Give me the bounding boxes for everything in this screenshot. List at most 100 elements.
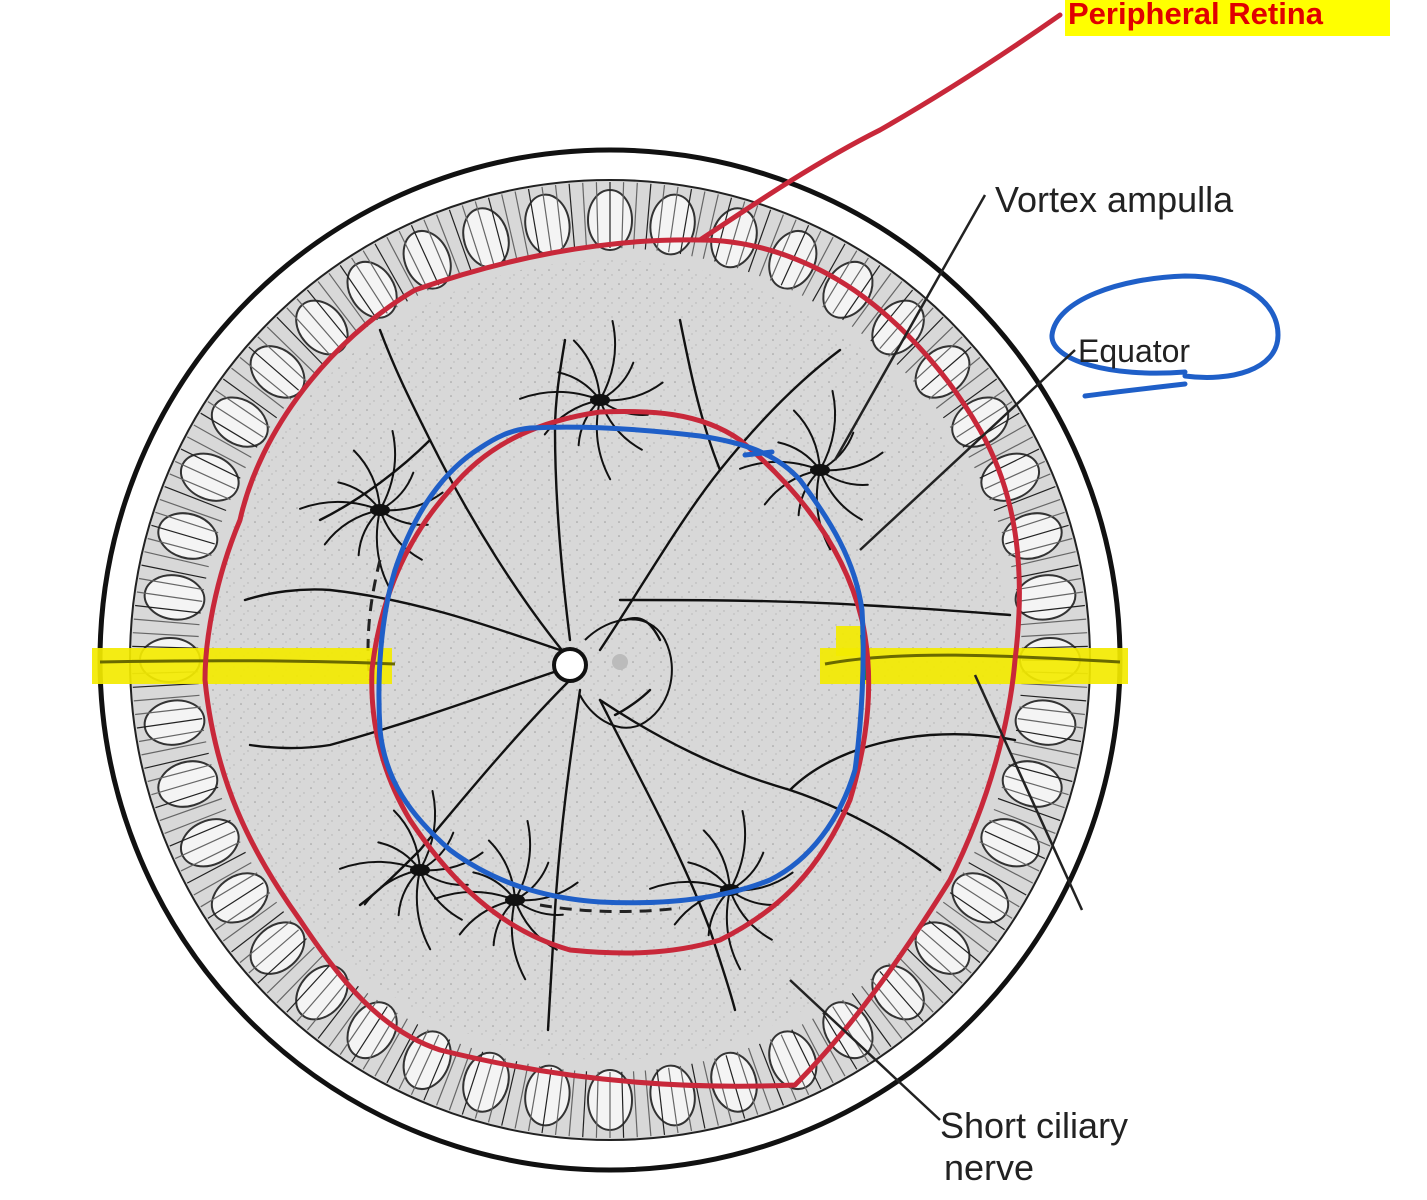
striation bbox=[222, 378, 278, 419]
striation bbox=[905, 946, 954, 994]
vortex-branch bbox=[595, 399, 612, 481]
striation bbox=[962, 412, 1020, 448]
striation bbox=[474, 1055, 495, 1119]
striation bbox=[527, 188, 541, 255]
vortex-branch bbox=[702, 829, 731, 891]
striation bbox=[147, 764, 212, 783]
striation bbox=[410, 224, 440, 286]
striation bbox=[339, 265, 378, 321]
striation bbox=[386, 1024, 419, 1084]
striation bbox=[1011, 551, 1076, 568]
striation bbox=[1017, 591, 1084, 602]
highlight-right-tab bbox=[836, 626, 864, 656]
striation bbox=[956, 882, 1013, 919]
striation bbox=[169, 819, 231, 847]
peripheral-retina-leader bbox=[697, 12, 1063, 243]
striation bbox=[151, 524, 215, 545]
striation bbox=[702, 194, 719, 259]
highlight-left bbox=[92, 648, 392, 684]
striation bbox=[1021, 632, 1088, 638]
striation bbox=[296, 298, 341, 349]
vortex-ampulla-tuft bbox=[299, 430, 444, 591]
striation bbox=[514, 1063, 529, 1129]
striation bbox=[921, 929, 972, 974]
striation bbox=[928, 920, 981, 964]
striation bbox=[1008, 764, 1073, 783]
vortex-branch bbox=[510, 899, 527, 981]
striation bbox=[949, 892, 1005, 931]
striation bbox=[758, 214, 784, 277]
striation bbox=[984, 830, 1046, 860]
striation bbox=[159, 498, 223, 523]
striation bbox=[691, 191, 706, 257]
striation bbox=[1017, 718, 1084, 729]
striation bbox=[582, 182, 588, 249]
striation bbox=[769, 219, 797, 281]
striation bbox=[136, 718, 203, 729]
striation bbox=[913, 938, 963, 984]
striation bbox=[870, 289, 914, 342]
striation bbox=[956, 401, 1013, 438]
striation bbox=[997, 797, 1061, 822]
striation bbox=[193, 424, 252, 458]
striation bbox=[679, 1065, 693, 1132]
striation bbox=[842, 999, 881, 1055]
striation bbox=[984, 460, 1046, 490]
equator-label: Equator bbox=[1078, 333, 1190, 369]
short-ciliary-nerve-label-line2: nerve bbox=[944, 1147, 1034, 1188]
striation bbox=[736, 1051, 759, 1115]
striation bbox=[736, 205, 759, 269]
striation bbox=[554, 1069, 564, 1135]
striation bbox=[306, 978, 350, 1031]
vortex-branch bbox=[352, 449, 381, 511]
vortex-branch bbox=[729, 810, 747, 891]
striation bbox=[174, 460, 236, 490]
vortex-branch bbox=[572, 339, 601, 401]
striation bbox=[541, 186, 552, 253]
red-annotations bbox=[202, 12, 1063, 1089]
vortex-branch bbox=[819, 390, 837, 471]
striation bbox=[215, 389, 271, 428]
vortex-branch bbox=[819, 469, 863, 521]
striation bbox=[374, 243, 408, 302]
striation bbox=[135, 604, 201, 614]
vortex-ampulla-dot bbox=[590, 394, 610, 406]
striation bbox=[1015, 577, 1082, 591]
striation bbox=[921, 346, 972, 391]
striation bbox=[979, 448, 1040, 479]
vortex-branch bbox=[487, 839, 516, 901]
striation bbox=[801, 1024, 834, 1084]
striation bbox=[758, 1043, 784, 1106]
vortex-ampulla-dot bbox=[410, 864, 430, 876]
striation bbox=[582, 1071, 588, 1138]
striation bbox=[207, 401, 264, 438]
striation bbox=[935, 367, 989, 409]
striation bbox=[541, 1067, 552, 1134]
striation bbox=[888, 963, 934, 1013]
equator-tick bbox=[742, 449, 775, 458]
striation bbox=[487, 1058, 506, 1123]
vortex-branch bbox=[379, 509, 423, 561]
striation bbox=[141, 564, 207, 579]
striation bbox=[679, 188, 693, 255]
striation bbox=[913, 336, 963, 382]
striation bbox=[822, 1012, 858, 1070]
striation bbox=[193, 862, 252, 896]
striation bbox=[169, 473, 231, 501]
striation bbox=[461, 205, 484, 269]
striation bbox=[691, 1063, 706, 1129]
striation bbox=[714, 1058, 733, 1123]
striation bbox=[144, 551, 209, 568]
striation bbox=[968, 862, 1027, 896]
striation bbox=[132, 645, 199, 649]
striation bbox=[989, 819, 1051, 847]
striation bbox=[174, 830, 236, 860]
labels: Peripheral Retina Vortex ampulla Equator… bbox=[940, 0, 1390, 1188]
striation bbox=[231, 911, 285, 953]
striation bbox=[1001, 786, 1065, 809]
striation bbox=[879, 298, 924, 349]
striation bbox=[791, 230, 822, 291]
striation bbox=[935, 911, 989, 953]
striation bbox=[962, 872, 1020, 908]
